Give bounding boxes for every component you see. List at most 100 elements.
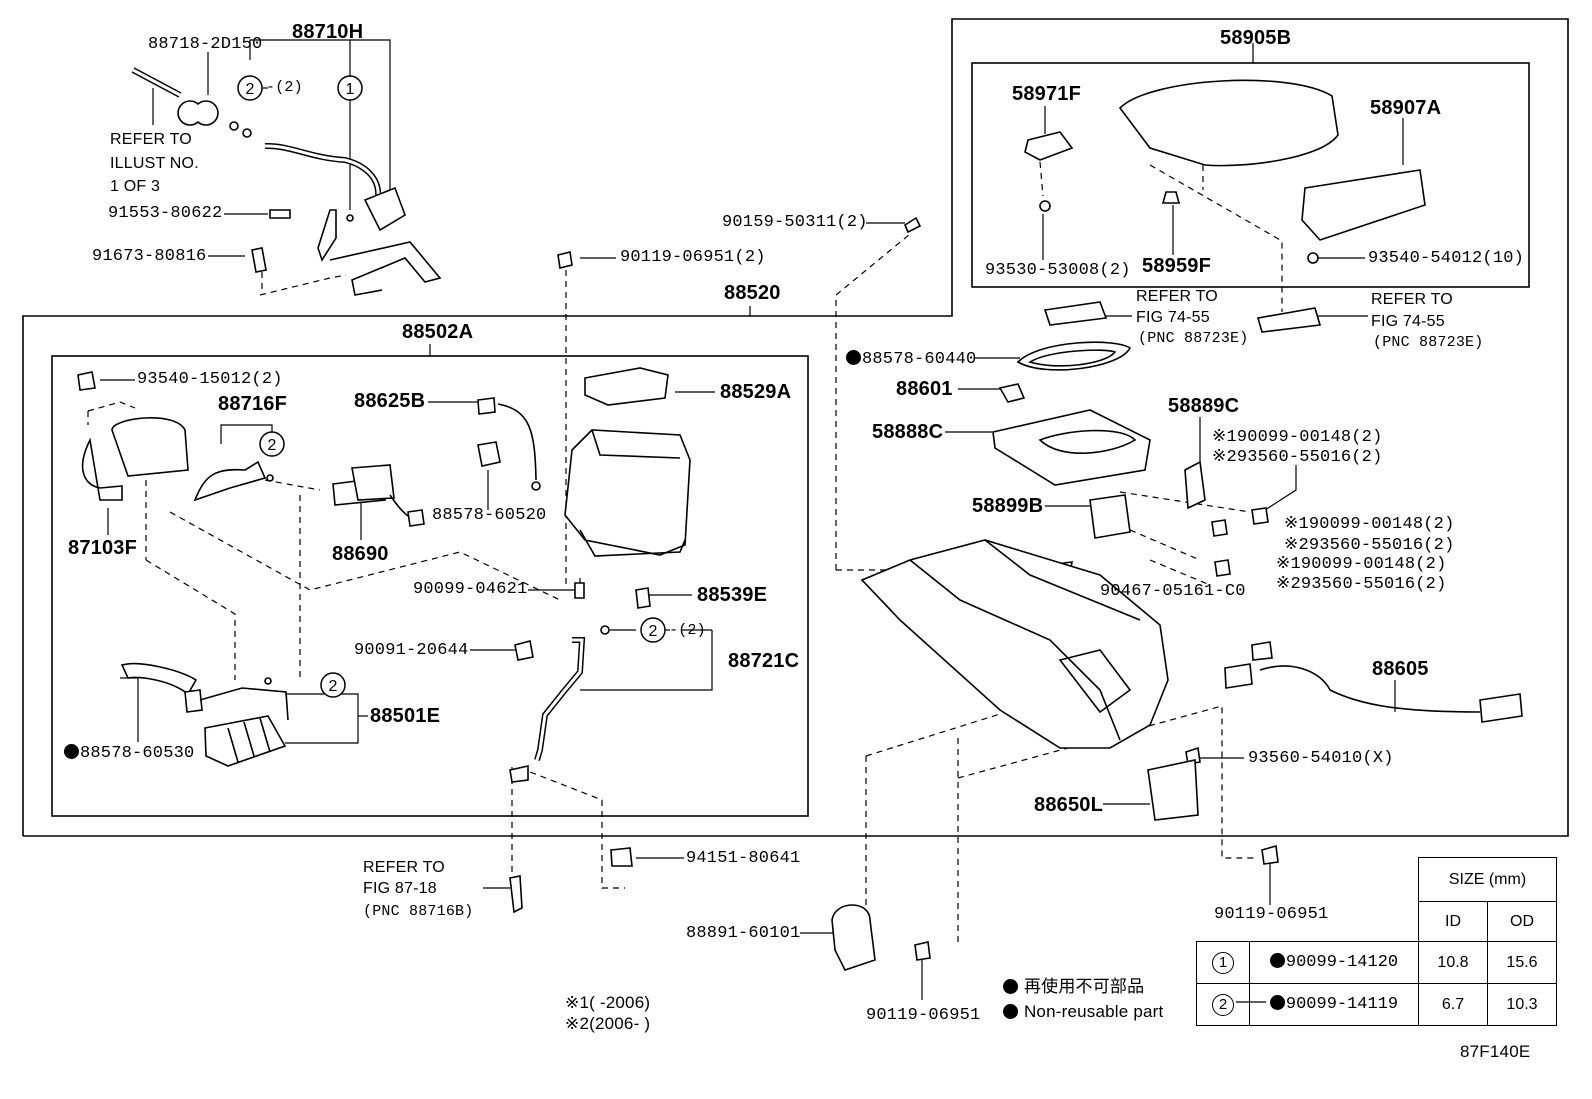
refer-note-fig87-line2: FIG 87-18 [363,880,437,897]
part-label-91553-80622[interactable]: 91553-80622 [108,204,223,223]
table-id-cell: 6.7 [1418,983,1488,1026]
part-label-91673-80816[interactable]: 91673-80816 [92,247,207,266]
part-label-93540-54012[interactable]: 93540-54012(10) [1368,249,1525,268]
part-label-88625B[interactable]: 88625B [354,390,426,412]
part-label-90467-05161-C0[interactable]: 90467-05161-C0 [1100,582,1246,601]
part-label-88578-60440[interactable]: 88578-60440 [846,350,976,368]
washer-size-table: SIZE (mm) ID OD 1 90099-14120 10.8 15.6 … [1196,857,1557,1026]
refer-note-illust-line2: ILLUST NO. [110,155,199,172]
part-label-88718-2D150[interactable]: 88718-2D150 [148,35,263,54]
table-mark-cell: 1 [1196,941,1250,984]
part-label-88578-60530[interactable]: 88578-60530 [64,744,194,762]
non-reusable-dot-icon [1269,953,1285,968]
part-label-58907A[interactable]: 58907A [1370,97,1442,119]
part-label-88539E[interactable]: 88539E [697,584,768,606]
table-od-cell: 10.3 [1487,983,1557,1026]
circle-mark-text: 2 [329,678,338,695]
part-label-58959F[interactable]: 58959F [1142,255,1212,277]
refer-note-fig74b-line3: (PNC 88723E) [1373,334,1484,351]
table-row: 2 90099-14119 6.7 10.3 [1196,983,1557,1026]
part-label-88502A[interactable]: 88502A [402,321,474,343]
part-label-88529A[interactable]: 88529A [720,381,792,403]
circle-mark-text: 2 [649,623,658,640]
circle-mark-2-88716F: 2 [259,431,285,457]
table-part-cell[interactable]: 90099-14119 [1249,983,1419,1026]
part-label-88650L[interactable]: 88650L [1034,794,1104,816]
part-label-88716F[interactable]: 88716F [218,393,288,415]
table-empty-cell [1196,901,1419,942]
legend-japanese: 再使用不可部品 [1003,978,1144,996]
part-label-58971F[interactable]: 58971F [1012,83,1082,105]
assembly-frame-88520 [22,18,1569,837]
part-label-293560-55016-c[interactable]: ※293560-55016(2) [1276,575,1447,594]
non-reusable-dot-icon [1003,979,1018,994]
part-label-88710H[interactable]: 88710H [292,21,364,43]
part-label-88721C[interactable]: 88721C [728,650,800,672]
part-label-93530-53008[interactable]: 93530-53008(2) [985,261,1131,280]
part-label-88520[interactable]: 88520 [724,282,781,304]
part-label-293560-55016-a[interactable]: ※293560-55016(2) [1212,448,1383,467]
table-header-id: ID [1418,901,1488,942]
note-1: ※1( -2006) [565,993,651,1012]
circle-mark-1-top: 1 [337,75,363,101]
table-od-cell: 15.6 [1487,941,1557,984]
part-label-87103F[interactable]: 87103F [68,537,138,559]
non-reusable-dot-icon [846,350,861,365]
legend-english: Non-reusable part [1003,1003,1163,1021]
part-label-88605[interactable]: 88605 [1372,658,1429,680]
circle-mark-text: 2 [268,437,277,454]
part-label-58905B[interactable]: 58905B [1220,27,1292,49]
legend-japanese-text: 再使用不可部品 [1023,977,1145,996]
refer-note-fig74b-line2: FIG 74-55 [1371,313,1445,330]
part-label-88578-60520[interactable]: 88578-60520 [432,506,547,525]
table-empty-cell [1196,857,1419,902]
circle-mark-2-88501E: 2 [320,672,346,698]
circle-mark-text: 2 [246,81,255,98]
refer-note-fig74a-line1: REFER TO [1136,288,1218,305]
non-reusable-dot-icon [1269,995,1285,1010]
refer-note-illust-line3: 1 OF 3 [110,178,161,195]
note-2: ※2(2006- ) [565,1014,651,1033]
refer-note-fig87-line3: (PNC 88716B) [363,903,474,920]
part-number: 88578-60440 [862,350,977,369]
part-label-93560-54010[interactable]: 93560-54010(X) [1248,749,1394,768]
table-row: 1 90099-14120 10.8 15.6 [1196,941,1557,984]
circle-mark-2-top: 2 [237,75,263,101]
table-part-cell[interactable]: 90099-14120 [1249,941,1419,984]
part-label-88690[interactable]: 88690 [332,543,389,565]
table-part-number: 90099-14120 [1285,953,1399,972]
refer-note-fig74a-line3: (PNC 88723E) [1138,330,1249,347]
part-label-293560-55016-b[interactable]: ※293560-55016(2) [1284,536,1455,555]
circle-mark-2-88721C: 2 [640,617,666,643]
part-label-88601[interactable]: 88601 [896,378,953,400]
refer-note-fig87-line1: REFER TO [363,859,445,876]
circle-mark-text: 1 [346,81,355,98]
circle-mark-1: 1 [1212,951,1234,974]
part-label-90119-06951-2[interactable]: 90119-06951(2) [620,248,766,267]
table-header-size: SIZE (mm) [1418,857,1557,902]
part-label-58889C[interactable]: 58889C [1168,395,1240,417]
part-label-93540-15012[interactable]: 93540-15012(2) [137,370,283,389]
circle-marks: 2 1 2 2 2 [237,75,666,698]
part-label-90159-50311[interactable]: 90159-50311(2) [722,213,868,232]
table-header-od: OD [1487,901,1557,942]
refer-note-fig74b-line1: REFER TO [1371,291,1453,308]
subassembly-frame-58905B [971,62,1530,288]
part-label-90099-04621[interactable]: 90099-04621 [413,580,528,599]
part-label-88891-60101[interactable]: 88891-60101 [686,924,801,943]
part-label-190099-00148-b[interactable]: ※190099-00148(2) [1284,515,1455,534]
part-label-94151-80641[interactable]: 94151-80641 [686,849,801,868]
table-mark-cell: 2 [1196,983,1250,1026]
part-label-88501E[interactable]: 88501E [370,705,441,727]
part-label-90119-06951-bottom[interactable]: 90119-06951 [866,1006,981,1025]
quantity-label-top: -(2) [266,79,303,96]
part-label-58899B[interactable]: 58899B [972,495,1044,517]
diagram-code: 87F140E [1460,1042,1531,1061]
part-label-190099-00148-a[interactable]: ※190099-00148(2) [1212,428,1383,447]
part-label-90091-20644[interactable]: 90091-20644 [354,641,469,660]
part-number: 88578-60530 [80,744,195,763]
part-label-58888C[interactable]: 58888C [872,421,944,443]
quantity-label-mid: -(2) [669,622,706,639]
part-label-190099-00148-c[interactable]: ※190099-00148(2) [1276,555,1447,574]
